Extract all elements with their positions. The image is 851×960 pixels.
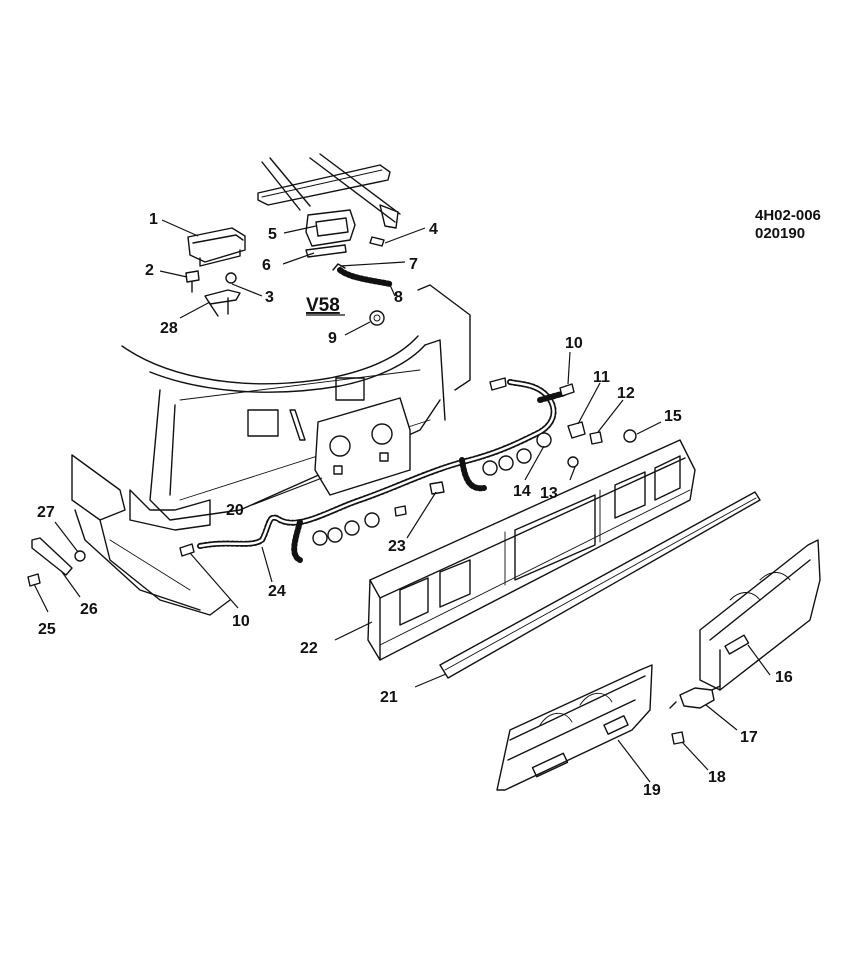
- leader-lines: [33, 219, 771, 783]
- bracket-assembly: [185, 270, 241, 317]
- callout-12: 12: [617, 385, 635, 402]
- callout-7: 7: [409, 256, 418, 273]
- callout-25: 25: [38, 621, 56, 638]
- callout-15: 15: [664, 408, 682, 425]
- callouts: 1 2 3 4 5 6 7 8 9 10 10 11 12 13 14 15 1…: [37, 211, 793, 799]
- lamp-wire: [332, 263, 393, 287]
- luggage-rack: [257, 153, 401, 229]
- callout-20: 20: [226, 502, 244, 519]
- callout-10-bottom: 10: [232, 613, 250, 630]
- callout-28: 28: [160, 320, 178, 337]
- center-tail-panel: [367, 439, 696, 661]
- license-lamp-bracket: [27, 537, 86, 587]
- drawing-code: 4H02-006: [755, 207, 821, 224]
- callout-24: 24: [268, 583, 286, 600]
- callout-19: 19: [643, 782, 661, 799]
- harness-bracket: [314, 397, 411, 496]
- callout-16: 16: [775, 669, 793, 686]
- callout-1: 1: [149, 211, 158, 228]
- callout-3: 3: [265, 289, 274, 306]
- callout-11: 11: [593, 369, 610, 386]
- vehicle-body: [71, 284, 471, 616]
- callout-26: 26: [80, 601, 98, 618]
- callout-23: 23: [388, 538, 406, 555]
- callout-4: 4: [429, 221, 438, 238]
- callout-8: 8: [394, 289, 403, 306]
- screw-18: [671, 731, 685, 745]
- callout-22: 22: [300, 640, 318, 657]
- callout-13: 13: [540, 485, 558, 502]
- bulbs: [394, 421, 637, 517]
- option-label: V58: [306, 295, 340, 316]
- callout-10-top: 10: [565, 335, 583, 352]
- callout-27: 27: [37, 504, 55, 521]
- callout-18: 18: [708, 769, 726, 786]
- callout-2: 2: [145, 262, 154, 279]
- right-tail-lamp: [699, 539, 821, 691]
- callout-21: 21: [380, 689, 398, 706]
- callout-14: 14: [513, 483, 531, 500]
- left-tail-lamp: [496, 664, 653, 791]
- grommet-9: [369, 310, 385, 326]
- screw-4: [369, 236, 385, 247]
- drawing-date: 020190: [755, 225, 805, 242]
- callout-17: 17: [740, 729, 758, 746]
- callout-9: 9: [328, 330, 337, 347]
- high-mount-stop-lamp: [187, 227, 246, 267]
- lamp-housing: [305, 209, 356, 258]
- lamp-socket-17: [669, 685, 721, 709]
- callout-6: 6: [262, 257, 271, 274]
- callout-5: 5: [268, 226, 277, 243]
